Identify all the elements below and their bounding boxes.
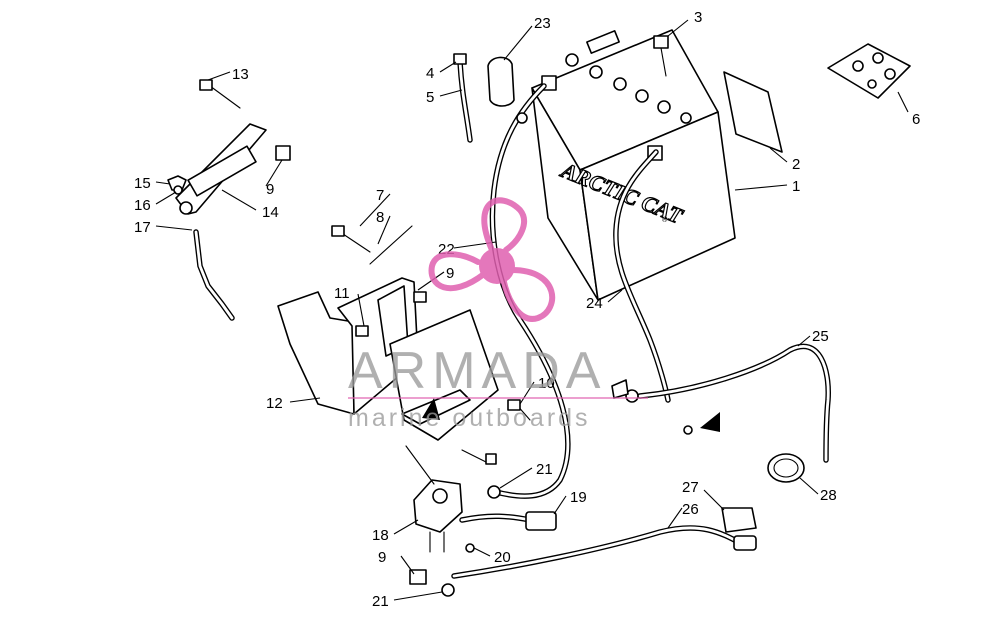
solenoid-cable-upper: [487, 485, 501, 499]
tray-nut: [413, 291, 427, 303]
tray-bolt: [461, 449, 487, 463]
callout-14: 14: [262, 204, 279, 221]
callout-20: 20: [494, 549, 511, 566]
vent-fitting: [453, 53, 467, 65]
bracket-nut: [275, 145, 291, 161]
callout-6: 6: [912, 111, 920, 128]
hold-down-rod: [167, 175, 235, 321]
bracket-bolt-head: [199, 79, 213, 91]
watermark-subtitle: marine outboards: [348, 404, 591, 432]
callout-10: 10: [538, 375, 555, 392]
mount-pin: [369, 225, 413, 265]
ground-cable: [611, 343, 831, 463]
callout-13: 13: [232, 66, 249, 83]
bracket-slot: [187, 145, 257, 197]
positive-cable: [489, 83, 571, 499]
battery: ARCTIC CAT ®: [531, 29, 736, 301]
callout-19: 19: [570, 489, 587, 506]
lead-connector: [525, 511, 557, 531]
callout-4: 4: [426, 65, 434, 82]
ground-nut: [683, 425, 693, 435]
battery-brand-mark: ®: [662, 216, 668, 224]
mount-bolt: [331, 225, 371, 253]
starter-cable-end: [733, 535, 757, 551]
leader-lines: [155, 19, 909, 601]
terminal-cover: [487, 56, 515, 107]
cable-tie: [767, 453, 805, 483]
terminal-boot: [721, 507, 757, 533]
ground-cable-ring: [625, 389, 639, 403]
vent-tube: [453, 53, 473, 143]
callout-16: 16: [134, 197, 151, 214]
starter-solenoid: [405, 445, 463, 553]
solenoid-lead-harness: [459, 511, 557, 553]
callout-9-middle: 9: [446, 265, 454, 282]
tray-side-bolt: [507, 399, 531, 421]
callout-21-upper: 21: [536, 461, 553, 478]
watermark: ARMADA marine outboards: [348, 197, 648, 432]
callout-9-lower: 9: [378, 549, 386, 566]
callout-12: 12: [266, 395, 283, 412]
callout-8: 8: [376, 209, 384, 226]
callout-3: 3: [694, 9, 702, 26]
bracket-hole: [179, 201, 193, 215]
lead-nut: [465, 543, 475, 553]
callout-25: 25: [812, 328, 829, 345]
watermark-logo-icon: [428, 197, 556, 322]
callout-9-upper: 9: [266, 181, 274, 198]
battery-tray: [277, 277, 499, 465]
hold-down-bracket: [175, 79, 291, 215]
callout-7: 7: [376, 187, 384, 204]
callout-23: 23: [534, 15, 551, 32]
bracket-bolt: [209, 85, 241, 109]
tray-bolt-head: [485, 453, 497, 465]
tray-arrow-icon: [422, 398, 440, 420]
callout-26: 26: [682, 501, 699, 518]
watermark-title: ARMADA: [348, 342, 606, 400]
battery-pad: [723, 71, 783, 153]
callout-17: 17: [134, 219, 151, 236]
callout-2: 2: [792, 156, 800, 173]
callout-5: 5: [426, 89, 434, 106]
tray-brace-nut: [355, 325, 369, 337]
solenoid-lead: [405, 445, 435, 485]
callout-24: 24: [586, 295, 603, 312]
callout-28: 28: [820, 487, 837, 504]
battery-warning-label: [586, 30, 620, 54]
positive-cable-ring: [516, 112, 528, 124]
callout-15: 15: [134, 175, 151, 192]
starter-cable: [451, 507, 757, 579]
callout-27: 27: [682, 479, 699, 496]
terminal-bolt: [653, 35, 669, 77]
callout-11: 11: [334, 285, 350, 302]
callout-1: 1: [792, 178, 800, 195]
wing-nut: [167, 175, 187, 191]
negative-cable: [613, 149, 671, 403]
hardware-kit: [827, 43, 911, 99]
ground-arrow-icon: [700, 412, 720, 432]
callout-18: 18: [372, 527, 389, 544]
callout-21-lower: 21: [372, 593, 389, 610]
lower-cable-nut: [441, 583, 455, 597]
callouts: 1 2 3 4 5 6 7 8 9 9 9 10 11 12 13 14 15 …: [134, 9, 920, 610]
battery-caps: [565, 53, 692, 124]
ground-clip: [611, 379, 629, 399]
